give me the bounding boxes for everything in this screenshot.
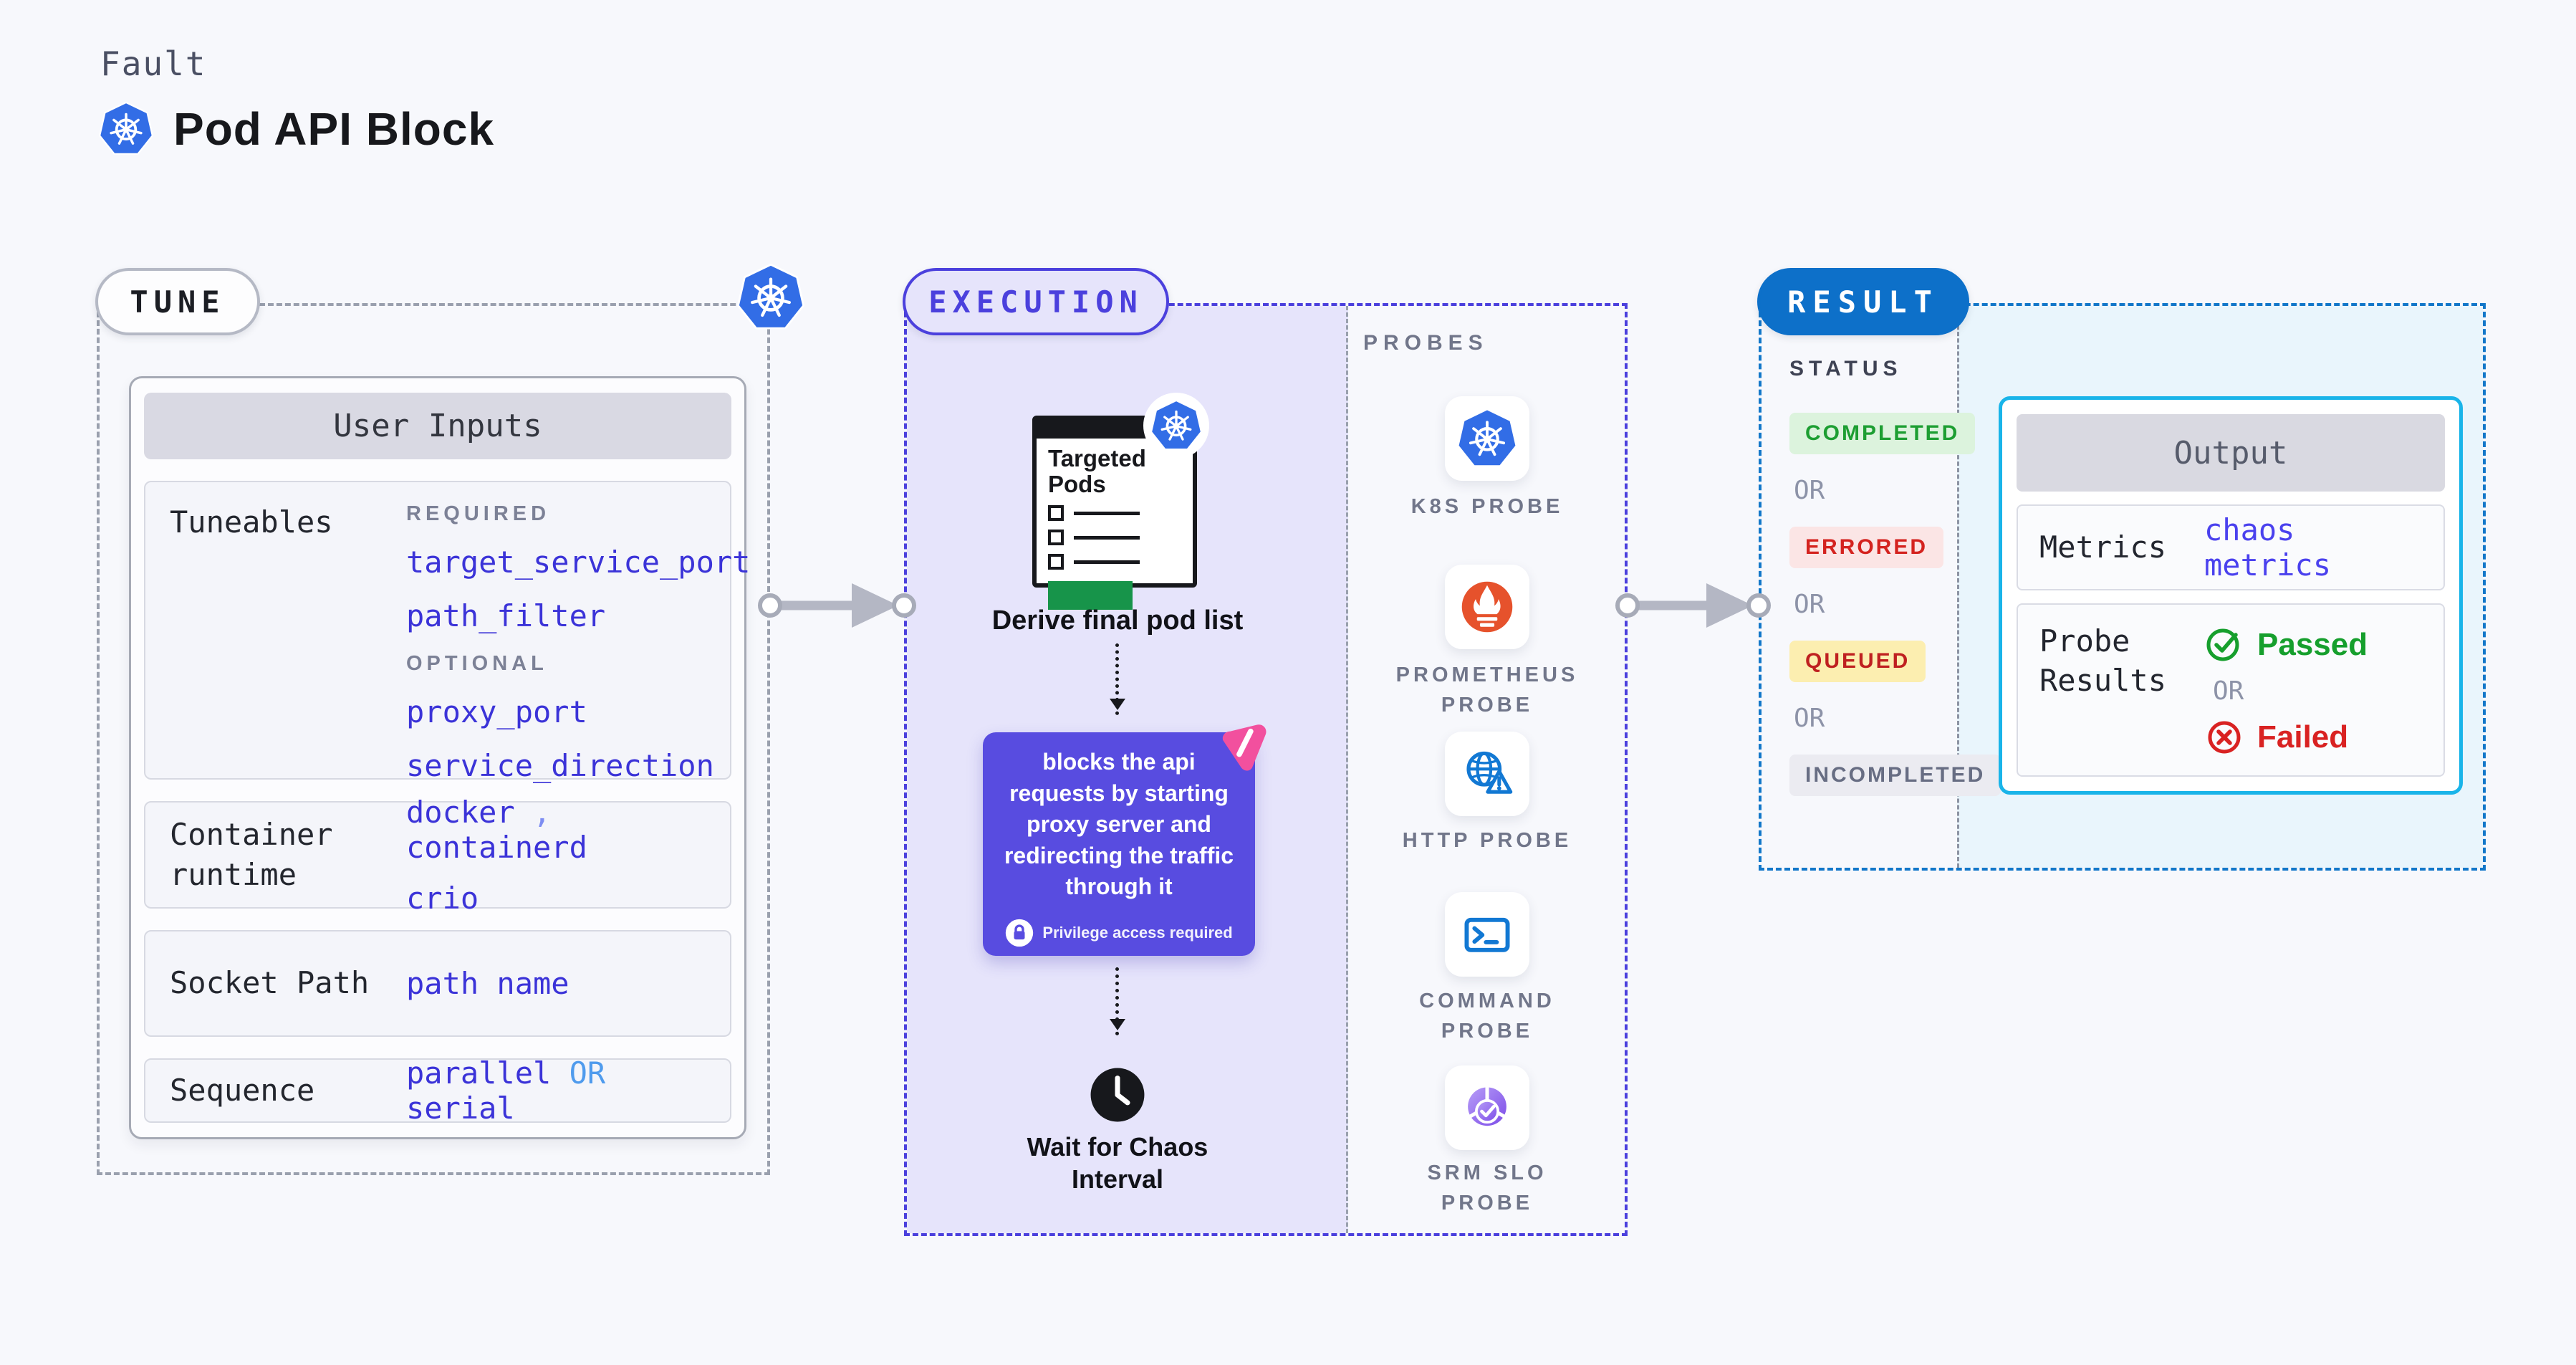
fault-description-text: blocks the api requests by starting prox…	[1004, 749, 1234, 900]
terminal-icon	[1464, 917, 1510, 952]
sequence-label: Sequence	[170, 1072, 315, 1108]
kubernetes-icon	[737, 264, 804, 331]
status-badge-queued: QUEUED	[1789, 641, 1926, 682]
passed-label: Passed	[2257, 627, 2368, 662]
flow-arrow-tune-to-execution	[758, 583, 916, 628]
status-heading: STATUS	[1789, 357, 1903, 380]
probes-heading: PROBES	[1363, 331, 1489, 355]
page-header: Pod API Block	[99, 102, 494, 156]
kubernetes-icon	[1150, 400, 1202, 451]
checkbox-icon	[1048, 530, 1064, 546]
socket-path-value: path name	[406, 966, 569, 1002]
status-badge-incompleted: INCOMPLETED	[1789, 755, 2001, 796]
sequence-parallel: parallel	[406, 1055, 552, 1091]
slo-gauge-icon	[1467, 1085, 1507, 1126]
probe-card-command	[1445, 892, 1529, 977]
kubernetes-icon	[99, 102, 153, 156]
output-or: OR	[2213, 676, 2244, 706]
tuneables-row: Tuneables REQUIRED target_service_port p…	[144, 481, 750, 783]
metrics-row: Metrics chaos metrics	[2017, 504, 2445, 590]
failed-result: Failed	[2204, 717, 2368, 757]
probe-label-prometheus: PROMETHEUS PROBE	[1395, 664, 1579, 717]
pod-list-item	[1048, 554, 1181, 570]
status-or: OR	[1794, 704, 1825, 733]
metrics-label: Metrics	[2039, 529, 2167, 565]
output-card: Output Metrics chaos metrics Probe Resul…	[1999, 396, 2463, 795]
flow-arrow-execution-to-result	[1615, 583, 1771, 628]
page-title: Pod API Block	[173, 103, 495, 155]
status-or: OR	[1794, 476, 1825, 505]
tuneable-required-1: target_service_port	[406, 545, 751, 580]
fault-type-label: Fault	[100, 44, 207, 83]
probe-card-prometheus	[1445, 565, 1529, 649]
failed-label: Failed	[2257, 719, 2349, 755]
container-runtime-label: Container runtime	[170, 816, 333, 893]
lock-icon	[1006, 919, 1034, 947]
tune-section	[97, 303, 770, 1175]
sequence-serial: serial	[406, 1091, 515, 1126]
kubernetes-badge	[1143, 393, 1209, 459]
probe-label-k8s: K8S PROBE	[1410, 495, 1564, 518]
wait-chaos-interval-step: Wait for Chaos Interval	[1027, 1132, 1208, 1194]
required-heading: REQUIRED	[406, 502, 551, 526]
tuneable-required-2: path_filter	[406, 598, 606, 634]
pod-list-item	[1048, 530, 1181, 546]
tune-pill: TUNE	[95, 268, 260, 335]
pod-list-item	[1048, 505, 1181, 522]
litmus-chaos-icon	[1222, 724, 1267, 771]
result-pill: RESULT	[1757, 268, 1969, 335]
probe-results-row: Probe Results Passed OR Failed	[2017, 603, 2445, 777]
prometheus-icon	[1461, 581, 1513, 633]
kubernetes-icon	[1457, 408, 1517, 469]
execution-pill: EXECUTION	[903, 268, 1169, 335]
dotted-arrow-down	[1110, 643, 1125, 715]
tuneables-label: Tuneables	[170, 504, 333, 540]
dotted-arrow-down	[1110, 967, 1125, 1035]
checkbox-icon	[1048, 505, 1064, 522]
runtime-containerd: containerd	[406, 829, 587, 865]
container-runtime-row: Container runtime docker , containerd cr…	[144, 795, 731, 916]
privilege-note-text: Privilege access required	[1042, 923, 1233, 942]
tuneable-optional-2: service_direction	[406, 748, 714, 784]
status-column: STATUS COMPLETED OR ERRORED OR QUEUED OR…	[1789, 357, 2001, 796]
check-circle-icon	[2206, 628, 2239, 661]
socket-path-label: Socket Path	[170, 965, 370, 1001]
status-badge-completed: COMPLETED	[1789, 413, 1976, 454]
metrics-value: chaos metrics	[2204, 512, 2332, 583]
http-globe-warning-icon	[1466, 751, 1513, 794]
targeted-pods-title: Targeted Pods	[1048, 445, 1146, 497]
probe-card-srm-slo	[1445, 1065, 1529, 1150]
runtime-separator: ,	[533, 794, 552, 830]
passed-result: Passed	[2204, 625, 2368, 665]
checkbox-icon	[1048, 554, 1064, 570]
socket-path-row: Socket Path path name	[144, 930, 731, 1037]
user-inputs-card: User Inputs Tuneables REQUIRED target_se…	[129, 376, 750, 1139]
probe-label-http: HTTP PROBE	[1402, 829, 1572, 852]
privilege-note: Privilege access required	[1005, 919, 1233, 947]
probe-card-http	[1445, 732, 1529, 816]
runtime-docker: docker	[406, 794, 515, 830]
tuneable-optional-1: proxy_port	[406, 694, 587, 730]
clock-icon	[1090, 1068, 1145, 1122]
output-title: Output	[2017, 414, 2445, 492]
optional-heading: OPTIONAL	[406, 652, 548, 676]
derive-pod-list-step: Derive final pod list	[991, 605, 1244, 636]
fault-description-box: blocks the api requests by starting prox…	[983, 732, 1255, 956]
probe-card-k8s	[1445, 396, 1529, 481]
runtime-crio: crio	[406, 880, 479, 916]
sequence-or: OR	[569, 1055, 606, 1091]
progress-bar	[1048, 581, 1133, 610]
user-inputs-title: User Inputs	[144, 393, 731, 460]
probe-results-label: Probe Results	[2039, 623, 2167, 698]
sequence-row: Sequence parallel OR serial	[144, 1055, 731, 1126]
x-circle-icon	[2208, 721, 2241, 754]
probe-label-command: COMMAND PROBE	[1419, 990, 1555, 1043]
status-or: OR	[1794, 590, 1825, 619]
status-badge-errored: ERRORED	[1789, 527, 1944, 568]
probe-label-srm-slo: SRM SLO PROBE	[1427, 1162, 1547, 1215]
